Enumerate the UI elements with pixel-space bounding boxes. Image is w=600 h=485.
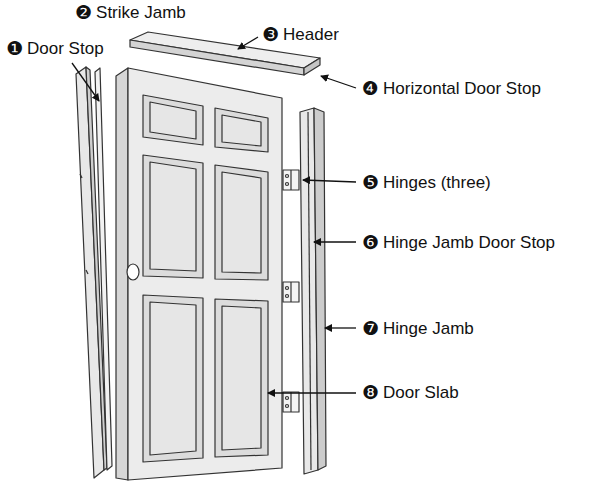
hinges [283,170,299,412]
part-label: Strike Jamb [96,3,186,23]
part-label: Header [283,25,339,45]
part-label: Hinges (three) [383,173,491,193]
callout-number: ❼ [362,318,379,338]
leader-lines [72,37,356,393]
part-label: Horizontal Door Stop [383,79,541,99]
callout-number: ❷ [75,2,92,22]
part-label: Hinge Jamb Door Stop [383,233,555,253]
callout-number: ❶ [6,38,23,58]
door-stop [95,68,112,470]
hinge-jamb [300,108,326,474]
callout-number: ❸ [262,24,279,44]
callout-number: ❺ [362,172,379,192]
callout-number: ❹ [362,78,379,98]
door-slab [116,68,282,480]
part-label: Hinge Jamb [383,319,474,339]
part-label: Door Stop [27,39,104,59]
callout-number: ❽ [362,382,379,402]
part-label: Door Slab [383,383,459,403]
callout-number: ❻ [362,232,379,252]
